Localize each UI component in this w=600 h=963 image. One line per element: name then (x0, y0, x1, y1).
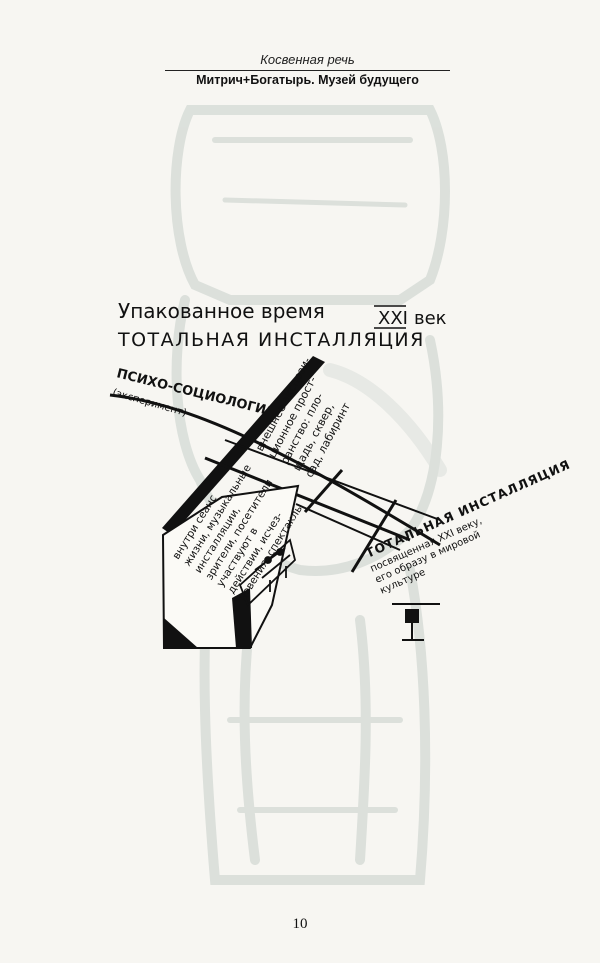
background-figure (170, 105, 450, 885)
rail-lower (295, 503, 401, 551)
stand-sketch (392, 603, 440, 641)
inner-installation-sketch (238, 538, 296, 607)
diagonal-bar (162, 356, 325, 535)
century-roman: XXI (378, 308, 408, 329)
rail-upper (204, 456, 411, 542)
article-title: Митрич+Богатырь. Музей будущего (196, 73, 419, 87)
running-head: Косвенная речь (260, 52, 355, 67)
page-number: 10 (292, 916, 308, 932)
crossbar-1 (303, 469, 344, 513)
psycho-sociology-label: ПСИХО-СОЦИОЛОГИЯ (115, 366, 277, 420)
header-rule (165, 70, 450, 71)
crossbar-2 (350, 499, 398, 573)
panel-corner-fill (164, 618, 198, 648)
title-line-1: Упакованное время (118, 299, 325, 323)
title-line-2: ТОТАЛЬНАЯ ИНСТАЛЛЯЦИЯ (117, 329, 425, 351)
century-suffix: век (414, 308, 447, 329)
arc-line (109, 393, 441, 547)
